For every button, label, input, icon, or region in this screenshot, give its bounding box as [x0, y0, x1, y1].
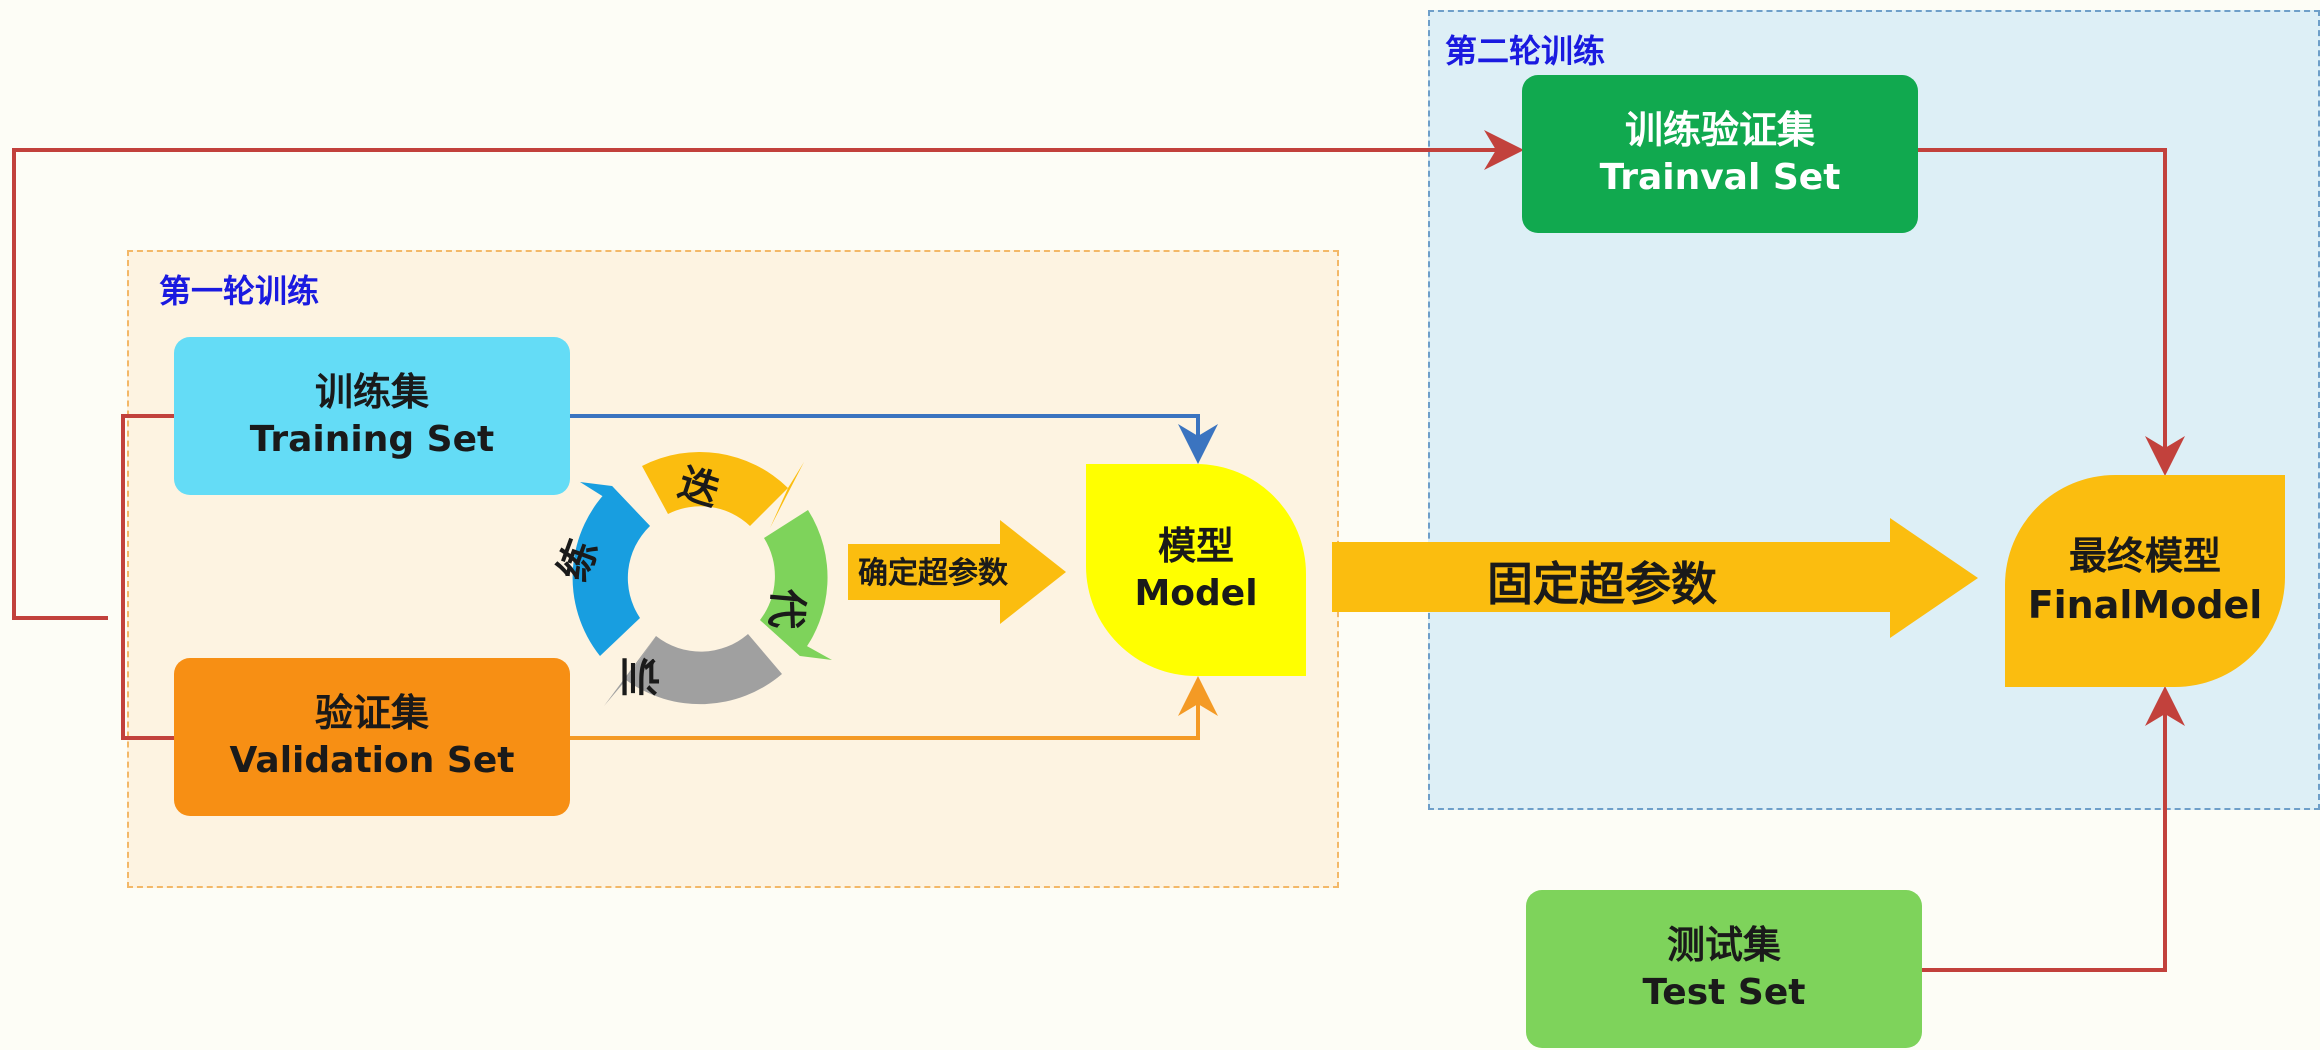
- cycle-segment-gray: [626, 634, 782, 705]
- bracket-line: [121, 414, 174, 740]
- confirm-arrow: [848, 520, 1066, 624]
- trainval-set-cn: 训练验证集: [1624, 107, 1815, 152]
- validation-set-cn: 验证集: [314, 690, 429, 735]
- cycle-char-dai: 代: [761, 586, 811, 631]
- cycle-segment-green: [760, 510, 828, 656]
- cycle-arrowhead-orange: [770, 462, 804, 528]
- final-model-cn: 最终模型: [2068, 533, 2221, 578]
- training-to-model-line: [570, 414, 1218, 464]
- confirm-hyperparams-label: 确定超参数: [858, 556, 1008, 591]
- cycle-char-xun: 训: [620, 652, 660, 698]
- model-box: 模型 Model: [1086, 464, 1306, 676]
- training-set-cn: 训练集: [314, 369, 429, 414]
- trainval-to-final-line: [1918, 148, 2185, 476]
- test-set-cn: 测试集: [1666, 922, 1781, 967]
- training-set-en: Training Set: [249, 419, 495, 461]
- validation-set-box: 验证集 Validation Set: [174, 658, 570, 816]
- round1-title: 第一轮训练: [159, 272, 320, 310]
- trainval-feed-line: [12, 130, 1524, 620]
- test-set-en: Test Set: [1642, 972, 1806, 1014]
- cycle-segment-blue: [572, 486, 650, 656]
- iteration-cycle: [572, 451, 832, 706]
- training-set-box: 训练集 Training Set: [174, 337, 570, 495]
- final-model-en: FinalModel: [2027, 583, 2263, 627]
- round2-title: 第二轮训练: [1445, 32, 1606, 70]
- trainval-set-en: Trainval Set: [1599, 157, 1841, 199]
- fix-hyperparams-label: 固定超参数: [1487, 557, 1717, 611]
- cycle-arrowhead-blue: [580, 482, 650, 526]
- trainval-set-box: 训练验证集 Trainval Set: [1522, 75, 1918, 233]
- validation-to-model-line: [570, 676, 1218, 740]
- cycle-segment-orange: [642, 451, 788, 526]
- test-to-final-line: [1922, 686, 2185, 972]
- validation-set-en: Validation Set: [229, 740, 515, 782]
- cycle-arrowhead-green: [760, 620, 832, 660]
- model-cn: 模型: [1157, 523, 1234, 568]
- final-model-box: 最终模型 FinalModel: [2005, 475, 2285, 687]
- cycle-arrowhead-gray: [604, 636, 656, 706]
- model-en: Model: [1134, 573, 1258, 615]
- test-set-box: 测试集 Test Set: [1526, 890, 1922, 1048]
- fix-arrow: [1332, 518, 1978, 638]
